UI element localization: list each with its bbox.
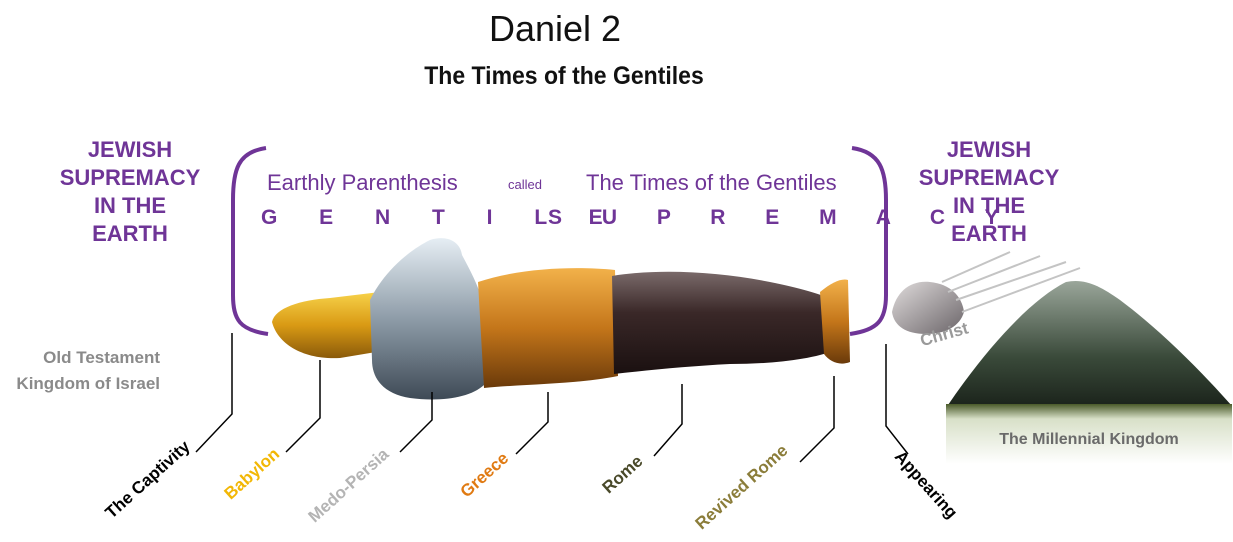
statue-image [272,238,850,399]
line-appearing [886,344,908,454]
right-bracket [850,148,886,334]
line-medo-persia [400,392,432,452]
mountain-image [946,281,1232,408]
line-revived-rome [800,376,834,462]
line-captivity [196,333,232,452]
earthly-parenthesis-label: Earthly Parenthesis [267,170,458,196]
line-rome [654,384,682,456]
line-greece [516,392,548,454]
bronze-belly [478,268,618,388]
millennial-kingdom-label: The Millennial Kingdom [946,431,1232,449]
iron-legs [612,272,836,374]
feet [820,280,850,364]
line-babylon [286,360,320,452]
supremacy-word: S U P R E M A C Y [548,206,1016,230]
left-bracket [233,148,268,334]
times-of-gentiles-label: The Times of the Gentiles [586,170,837,196]
silver-chest [370,238,484,399]
called-label: called [508,177,542,192]
